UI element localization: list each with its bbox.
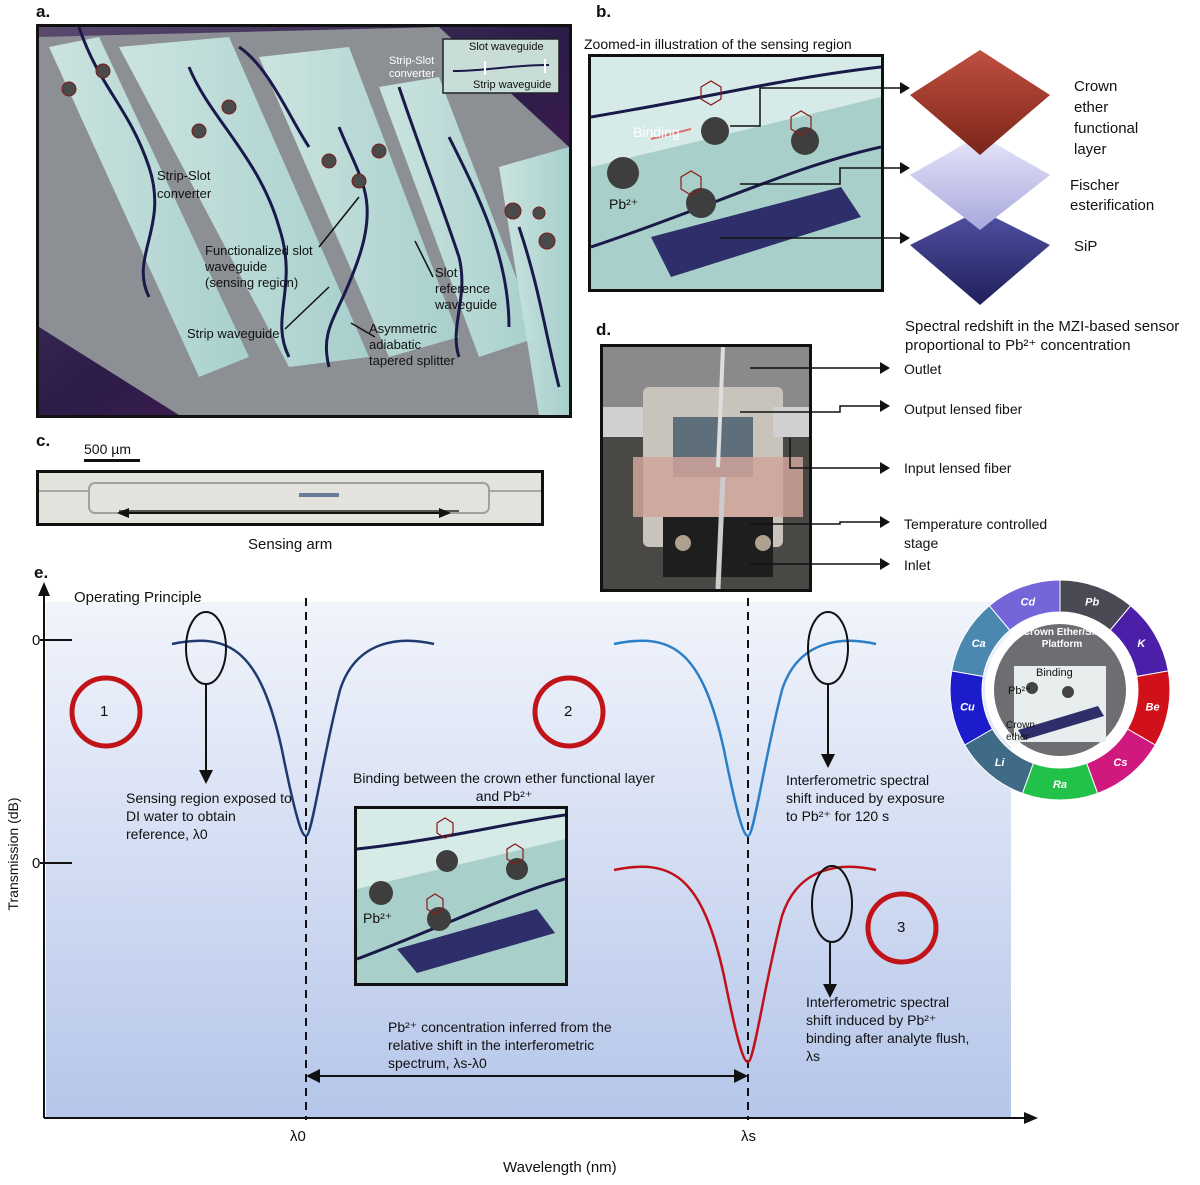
wheel-segment-cd bbox=[988, 579, 1061, 631]
stage-label: Temperature controlled stage bbox=[904, 516, 1048, 551]
binding-label: Binding bbox=[633, 124, 680, 140]
input-fiber-label: Input lensed fiber bbox=[904, 460, 1012, 476]
operating-principle-plot bbox=[38, 582, 1038, 1124]
wheel-label-cu: Cu bbox=[960, 701, 975, 713]
wheel-label-pb: Pb bbox=[1085, 597, 1099, 609]
lambdas-tick: λs bbox=[741, 1128, 756, 1145]
y-tick-0-bottom: 0 bbox=[32, 855, 41, 872]
exposure-shift-note: Interferometric spectral shift induced b… bbox=[786, 772, 945, 824]
wheel-center-title: Crown Ether/SiP Platform bbox=[1022, 627, 1102, 650]
panel-a-illustration: Slot waveguide Strip-Slot converter Stri… bbox=[36, 24, 572, 418]
exposure-curve bbox=[613, 639, 877, 838]
wheel-center-binding: Binding bbox=[1036, 667, 1073, 679]
operating-principle-title: Operating Principle bbox=[74, 589, 202, 606]
scale-bar bbox=[84, 459, 140, 462]
sensing-arm-micrograph bbox=[36, 470, 544, 526]
inset-strip-label: Strip waveguide bbox=[473, 79, 552, 91]
step3-circle bbox=[865, 891, 939, 965]
inset-converter-label: Strip-Slot converter bbox=[389, 55, 435, 80]
fischer-label: Fischer esterification bbox=[1070, 177, 1155, 214]
sensing-region-note: Sensing region exposed to DI water to ob… bbox=[126, 790, 292, 842]
waveguide-chip-render bbox=[39, 27, 569, 415]
step3-label: 3 bbox=[897, 919, 906, 936]
sensing-region-render bbox=[591, 65, 881, 289]
wheel-label-be: Be bbox=[1146, 701, 1160, 713]
panel-d-caption: Spectral redshift in the MZI-based senso… bbox=[905, 318, 1180, 354]
panel-label-a: a. bbox=[36, 2, 51, 21]
panel-label-c: c. bbox=[36, 431, 51, 450]
scale-bar-label: 500 µm bbox=[84, 441, 131, 457]
panel-label-b: b. bbox=[596, 2, 612, 21]
micrograph-render bbox=[39, 482, 541, 518]
outlet-label: Outlet bbox=[904, 361, 942, 377]
wheel-label-cd: Cd bbox=[1021, 597, 1036, 609]
setup-photo-render bbox=[603, 347, 809, 589]
strip-waveguide-label: Strip waveguide bbox=[187, 326, 280, 341]
layer-stack bbox=[910, 50, 1050, 305]
x-axis-label: Wavelength (nm) bbox=[503, 1159, 617, 1176]
inlet-label: Inlet bbox=[904, 557, 931, 573]
wheel-label-ca: Ca bbox=[972, 638, 986, 650]
binding-inset: Pb²⁺ bbox=[354, 806, 568, 986]
fischer-layer bbox=[910, 135, 1050, 230]
reference-curve bbox=[171, 639, 435, 838]
wheel-label-cs: Cs bbox=[1113, 757, 1127, 769]
concentration-note: Pb²⁺ concentration inferred from the rel… bbox=[388, 1019, 612, 1071]
binding-shift-note: Interferometric spectral shift induced b… bbox=[806, 994, 970, 1064]
wheel-label-ra: Ra bbox=[1053, 779, 1067, 791]
wheel-label-li: Li bbox=[995, 757, 1006, 769]
lambda0-tick: λ0 bbox=[290, 1128, 306, 1145]
inset-ion-label: Pb²⁺ bbox=[363, 910, 393, 926]
ion-label: Pb²⁺ bbox=[609, 196, 639, 212]
sensing-arm-label: Sensing arm bbox=[248, 536, 333, 553]
panel-a-arrows bbox=[284, 196, 434, 338]
slot-reference-label: Slot reference waveguide bbox=[435, 265, 498, 312]
step1-circle bbox=[69, 675, 143, 749]
y-axis-label: Transmission (dB) bbox=[5, 797, 21, 911]
setup-photo bbox=[600, 344, 812, 592]
wheel-center-ion: Pb²⁺ bbox=[1008, 685, 1031, 697]
panel-b-title: Zoomed-in illustration of the sensing re… bbox=[584, 36, 852, 52]
binding-curve bbox=[613, 865, 877, 1064]
panel-label-e: e. bbox=[34, 563, 49, 582]
wheel-center-crown: Crown ether bbox=[1006, 720, 1035, 743]
binding-inset-render bbox=[357, 813, 565, 983]
step2-label: 2 bbox=[564, 703, 573, 720]
sip-label: SiP bbox=[1074, 238, 1098, 255]
functionalized-slot-label: Functionalized slot waveguide (sensing r… bbox=[205, 243, 313, 290]
panel-b-zoom-illustration: Binding Pb²⁺ bbox=[588, 54, 884, 292]
panel-label-d: d. bbox=[596, 320, 612, 339]
binding-inset-title: Binding between the crown ether function… bbox=[353, 770, 655, 804]
panel-b-connectors bbox=[720, 82, 910, 244]
output-fiber-label: Output lensed fiber bbox=[904, 401, 1023, 417]
strip-slot-converter-label: Strip-Slot converter bbox=[157, 168, 212, 201]
crown-layer bbox=[910, 50, 1050, 155]
sip-layer bbox=[910, 210, 1050, 305]
inset-slot-label: Slot waveguide bbox=[469, 41, 544, 53]
y-tick-0-top: 0 bbox=[32, 632, 41, 649]
crown-ether-label: Crown ether functional layer bbox=[1074, 78, 1139, 158]
step1-label: 1 bbox=[100, 703, 109, 720]
panel-d-connectors bbox=[740, 362, 890, 570]
wheel-label-k: K bbox=[1137, 638, 1146, 650]
splitter-label: Asymmetric adiabatic tapered splitter bbox=[369, 321, 455, 368]
step2-circle bbox=[532, 675, 606, 749]
